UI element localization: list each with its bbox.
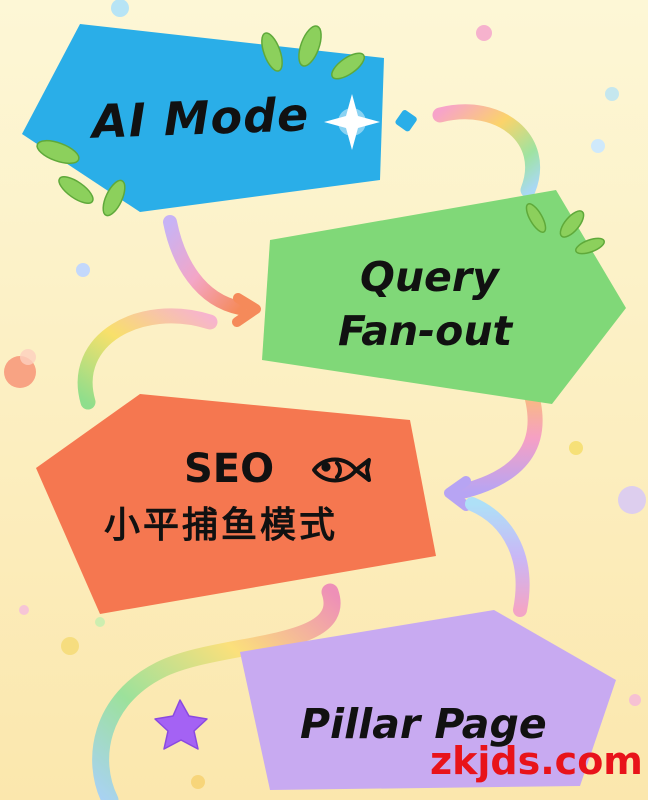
fan-out-label: Fan-out bbox=[338, 307, 513, 355]
star-icon bbox=[154, 699, 208, 750]
fish-icon bbox=[312, 457, 371, 483]
ai-mode-card bbox=[22, 24, 384, 212]
sparkle-icon bbox=[324, 94, 380, 150]
pillar-page-card bbox=[240, 610, 616, 790]
query-label: Query bbox=[360, 253, 499, 301]
watermark: zkjds.com bbox=[430, 739, 643, 783]
pillar-page-label: Pillar Page bbox=[300, 700, 547, 748]
seo-subtitle: 小平捕鱼模式 bbox=[104, 505, 339, 546]
confetti bbox=[4, 0, 646, 789]
ai-mode-label: AI Mode bbox=[91, 87, 311, 149]
seo-card bbox=[36, 394, 436, 614]
seo-label: SEO bbox=[184, 446, 275, 492]
leaf-icon bbox=[36, 25, 605, 255]
flow-connectors bbox=[77, 104, 543, 800]
query-fanout-card bbox=[262, 190, 626, 404]
diamond-shape bbox=[395, 110, 417, 132]
